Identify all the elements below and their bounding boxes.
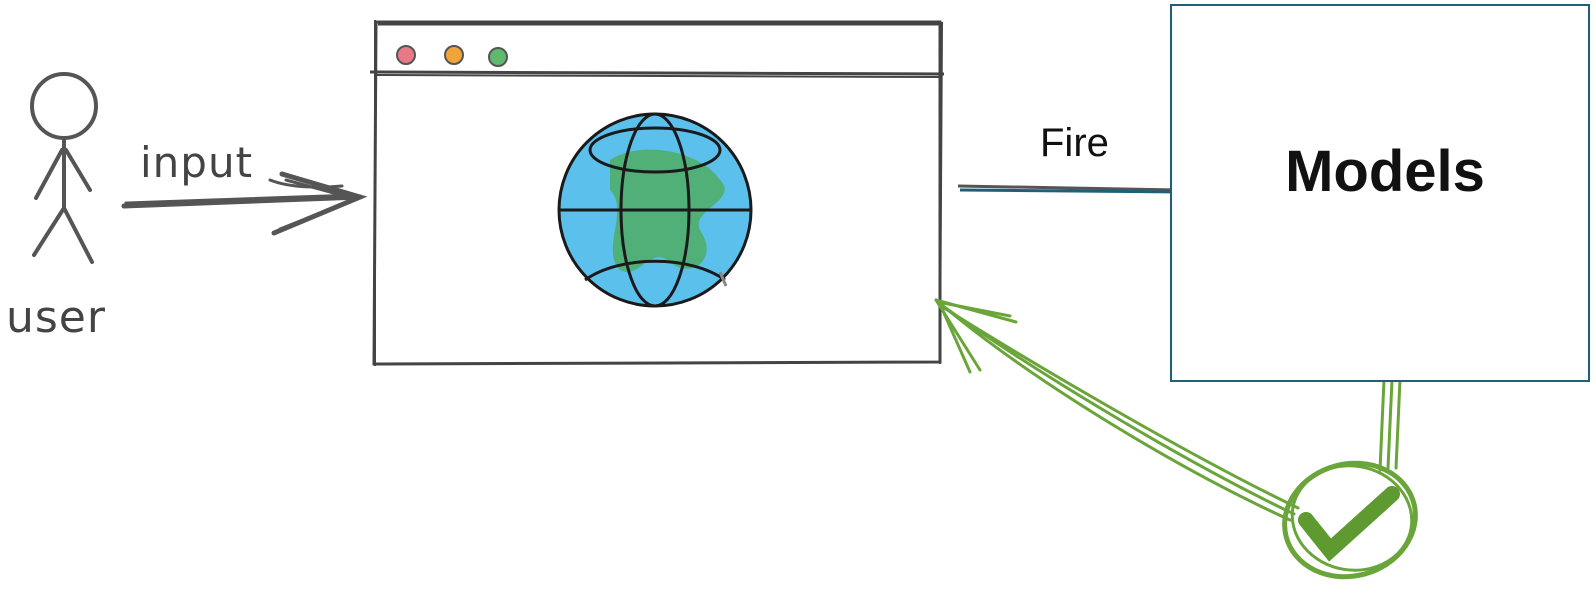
stick-figure-icon bbox=[32, 74, 96, 262]
fire-arrow bbox=[958, 183, 1196, 200]
user-label: user bbox=[6, 292, 106, 343]
checkmark-icon bbox=[1272, 449, 1428, 591]
window-control-dots bbox=[397, 46, 507, 66]
input-label: input bbox=[140, 138, 253, 187]
models-box: Models bbox=[1170, 4, 1590, 382]
fire-label: Fire bbox=[1040, 121, 1109, 166]
models-label: Models bbox=[1172, 138, 1596, 205]
globe-icon bbox=[559, 114, 751, 306]
